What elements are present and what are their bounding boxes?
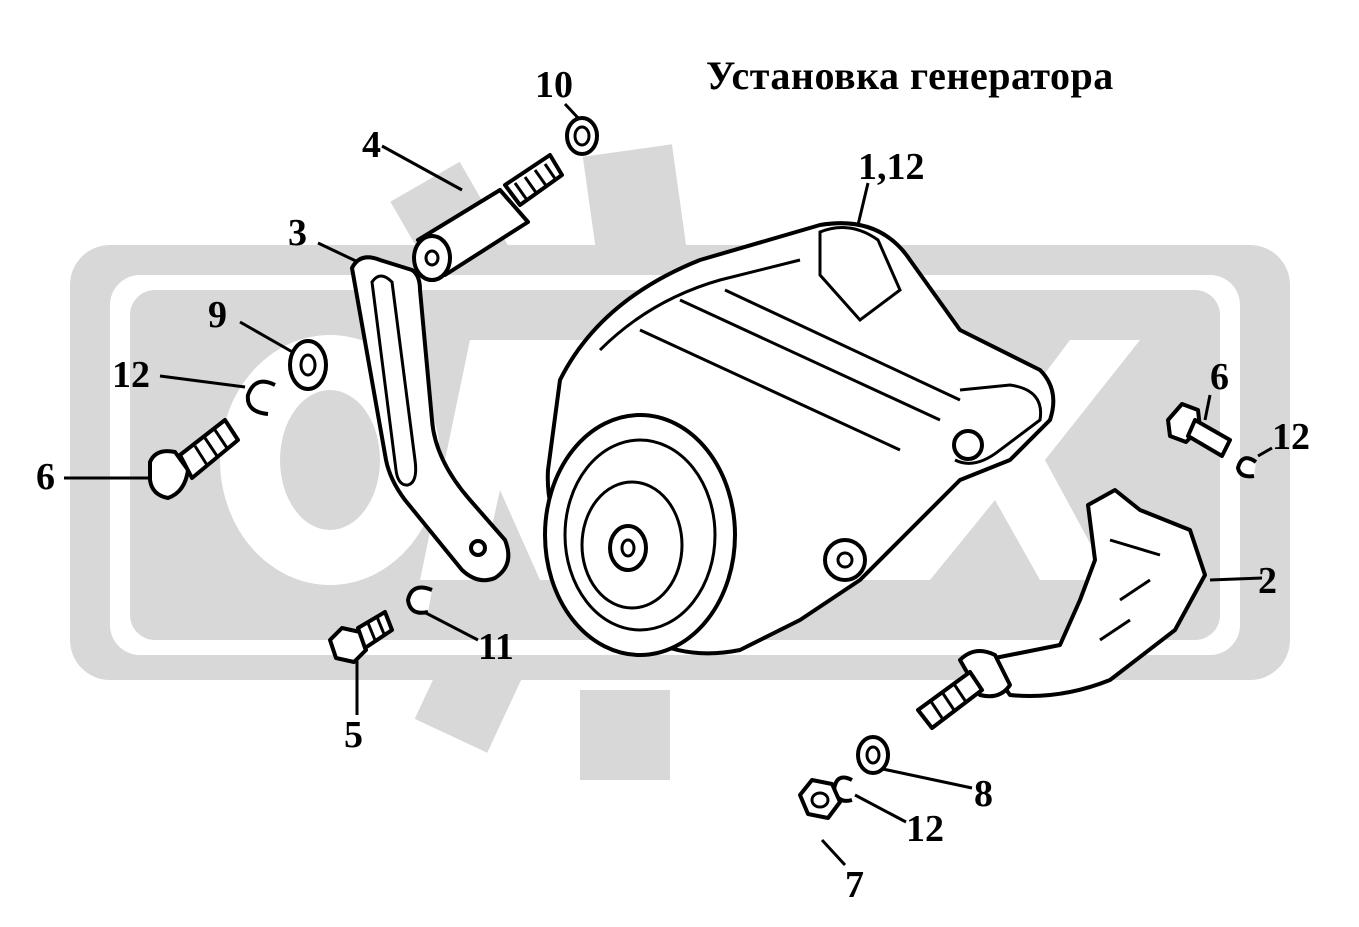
callout-4: 4 (362, 124, 381, 166)
callout-3: 3 (288, 212, 307, 254)
callout-12-left: 12 (112, 354, 150, 396)
washer-part-9 (288, 339, 328, 391)
bolt-part-6-left (148, 418, 240, 500)
nut-part-8 (856, 735, 890, 775)
callout-11: 11 (478, 626, 514, 668)
callout-2: 2 (1258, 560, 1277, 602)
nut-part-10 (565, 116, 599, 156)
callout-9: 9 (208, 294, 227, 336)
callout-10: 10 (535, 64, 573, 106)
bolt-part-6-right (1166, 402, 1232, 458)
alternator-part-1 (543, 221, 1056, 657)
callout-6-left: 6 (36, 456, 55, 498)
callout-5: 5 (344, 714, 363, 756)
nut-part-7 (798, 778, 842, 820)
callout-12-right: 12 (1272, 416, 1310, 458)
callout-6-right: 6 (1210, 356, 1229, 398)
adjusting-bracket-part-3 (350, 255, 511, 583)
leader-lines (64, 102, 1273, 867)
lock-washer-part-11 (406, 585, 433, 615)
lock-washer-part-12-right (1236, 456, 1258, 479)
callout-8: 8 (974, 773, 993, 815)
spacer-stud-part-4 (412, 153, 564, 282)
bolt-part-5 (328, 610, 394, 664)
callout-12-bottom: 12 (906, 808, 944, 850)
lock-washer-part-12-left (245, 379, 276, 416)
callout-1-12: 1,12 (858, 146, 925, 188)
mounting-bracket-part-2 (916, 488, 1207, 730)
callout-7: 7 (845, 864, 864, 906)
page-title: Установка генератора (706, 53, 1114, 98)
